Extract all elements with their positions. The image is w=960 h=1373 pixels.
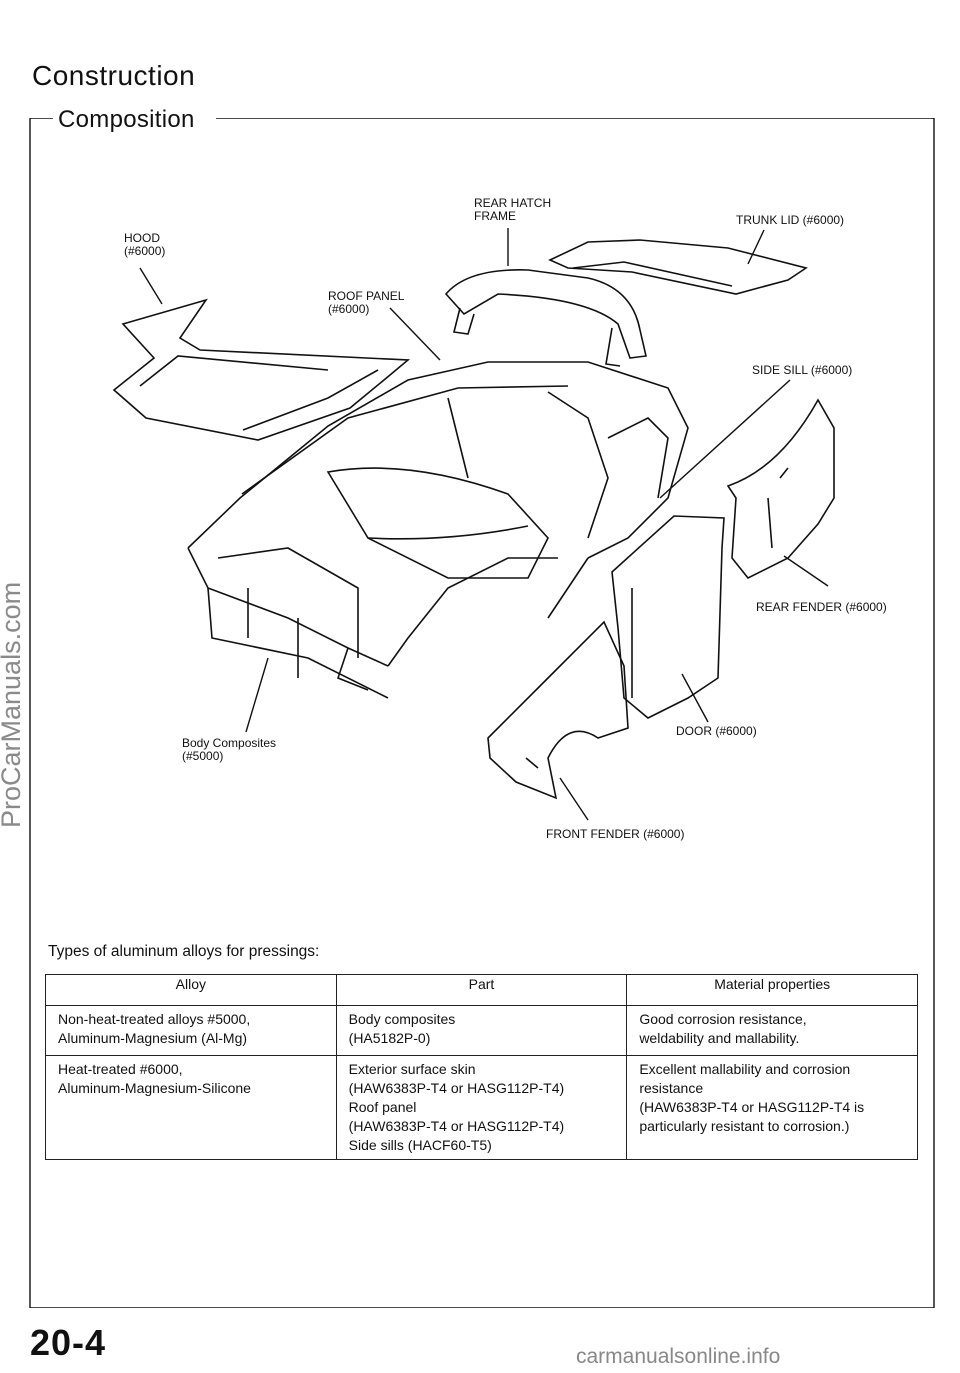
callout-door: DOOR (#6000): [676, 724, 757, 738]
callout-hood: HOOD (#6000): [124, 231, 166, 258]
table-cell: Excellent mallability and corrosion resi…: [626, 1055, 918, 1160]
body-shell-drawing: [187, 361, 689, 699]
page-number: 20-4: [30, 1322, 107, 1363]
table-header-row: Alloy Part Material properties: [45, 974, 918, 1006]
rear-fender-drawing: [726, 398, 835, 580]
column-header-part: Part: [335, 974, 628, 1006]
table-row: Non-heat-treated alloys #5000, Aluminum-…: [45, 1005, 918, 1056]
table-cell: Body composites (HA5182P-0): [335, 1005, 628, 1056]
front-fender-drawing: [487, 620, 629, 800]
table-caption: Types of aluminum alloys for pressings:: [48, 943, 320, 960]
table-cell: Exterior surface skin (HAW6383P-T4 or HA…: [335, 1055, 628, 1160]
callout-rear-hatch-frame: REAR HATCH FRAME: [474, 196, 552, 223]
watermark-carmanualsonline: carmanualsonline.info: [576, 1345, 781, 1368]
door-drawing: [611, 515, 725, 719]
rear-hatch-drawing: [444, 269, 647, 367]
callout-rear-fender: REAR FENDER (#6000): [756, 600, 887, 614]
section-subtitle: Composition: [58, 106, 195, 133]
table-row: Heat-treated #6000, Aluminum-Magnesium-S…: [45, 1055, 918, 1160]
callout-roof-panel: ROOF PANEL (#6000): [328, 289, 405, 316]
callout-trunk-lid: TRUNK LID (#6000): [736, 213, 845, 227]
trunk-lid-drawing: [548, 239, 808, 295]
column-header-material-properties: Material properties: [626, 974, 918, 1006]
table-cell: Heat-treated #6000, Aluminum-Magnesium-S…: [45, 1055, 337, 1160]
leader-lines: [139, 228, 829, 821]
callout-side-sill: SIDE SILL (#6000): [752, 363, 853, 377]
table-cell: Good corrosion resistance, weldability a…: [626, 1005, 918, 1056]
callout-front-fender: FRONT FENDER (#6000): [546, 827, 685, 841]
page-title: Construction: [32, 60, 196, 91]
alloy-table: Alloy Part Material properties Non-heat-…: [45, 974, 918, 1160]
diagram-frame: [28, 118, 936, 1308]
hood-drawing: [112, 298, 411, 441]
table-cell: Non-heat-treated alloys #5000, Aluminum-…: [45, 1005, 337, 1056]
watermark-procarmanuals: ProCarManuals.com: [0, 581, 26, 828]
column-header-alloy: Alloy: [45, 974, 337, 1006]
callout-body-composites: Body Composites (#5000): [182, 736, 277, 763]
